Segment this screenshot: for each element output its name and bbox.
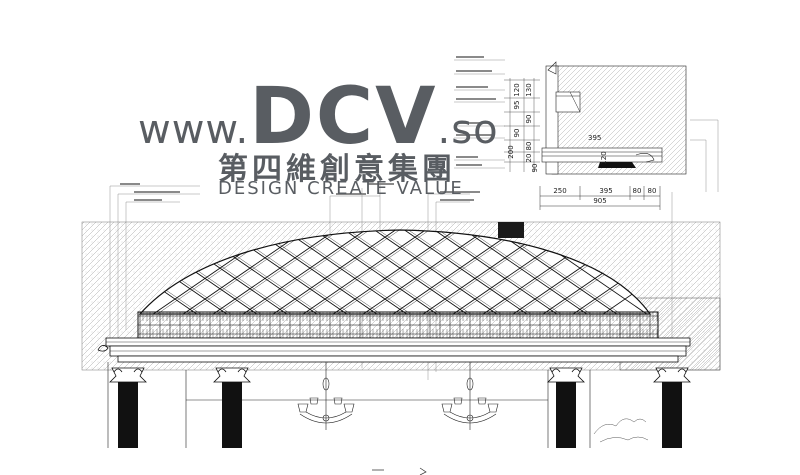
glass-dome — [138, 229, 652, 315]
detail-vertical-dims — [504, 78, 540, 172]
dim-total-905: 905 — [593, 197, 606, 205]
dim-250: 250 — [553, 187, 566, 195]
vdim-upper-2: 130 — [525, 83, 533, 96]
detail-note-text — [456, 56, 496, 166]
wall-fixture-box — [498, 222, 524, 238]
vdim-lower-1: 80 — [525, 142, 533, 151]
chandelier-right — [441, 362, 499, 430]
vdim-upper-0: 120 — [513, 83, 521, 96]
elevation-note-text — [120, 183, 480, 201]
vdim-upper-3: 90 — [525, 115, 533, 124]
column-2 — [213, 367, 251, 448]
mural-sketch — [593, 418, 649, 443]
detail-vertical-labels-lower: 200 80 20 90 395 120 — [507, 134, 608, 172]
column-1 — [109, 367, 147, 448]
vdim-lower-4: 395 — [588, 134, 601, 142]
column-4 — [653, 367, 691, 448]
chandelier-left — [297, 362, 355, 430]
dim-80-b: 80 — [648, 187, 657, 195]
vdim-lower-0: 200 — [507, 145, 515, 158]
detail-horizontal-dims — [539, 186, 661, 210]
vdim-lower-3: 90 — [531, 164, 539, 173]
vdim-upper-1: 95 — [513, 101, 521, 110]
dim-80-a: 80 — [633, 187, 642, 195]
dim-395: 395 — [599, 187, 612, 195]
vdim-lower-5: 120 — [600, 151, 608, 164]
column-3 — [547, 367, 585, 448]
vdim-upper-4: 90 — [513, 129, 521, 138]
cornice-beam — [105, 337, 691, 363]
section-detail: 250 395 80 80 905 120 95 130 90 90 200 8… — [454, 56, 719, 210]
detail-vertical-labels-upper: 120 95 130 90 90 — [513, 83, 533, 137]
main-elevation — [81, 176, 721, 475]
vdim-lower-2: 20 — [525, 154, 533, 163]
